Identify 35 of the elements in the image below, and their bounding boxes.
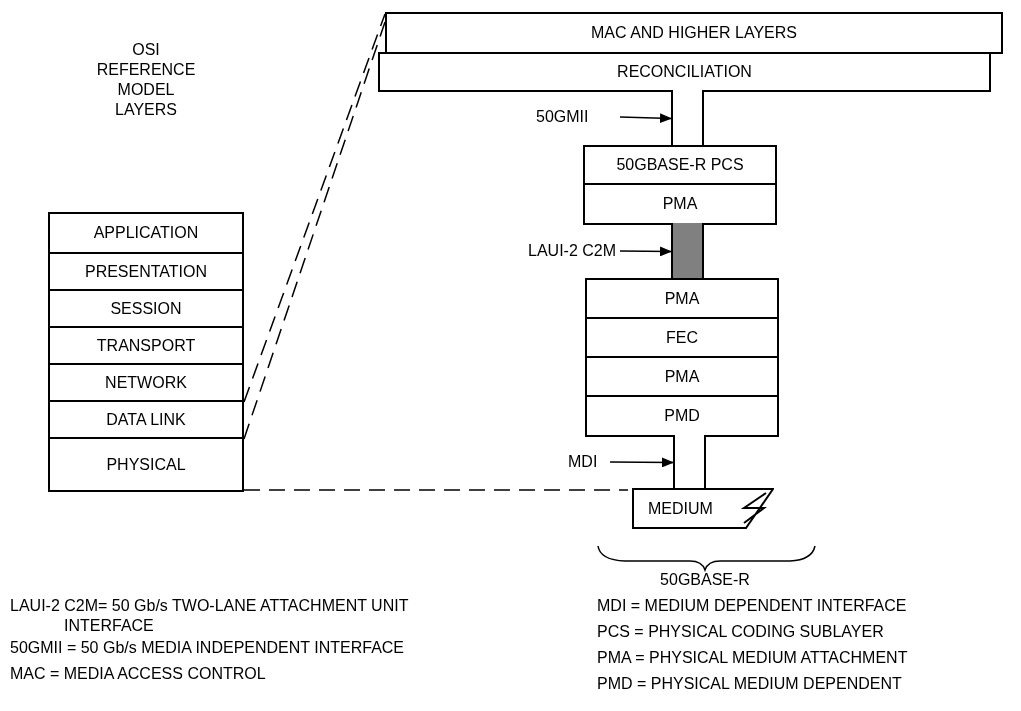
layer-box: MAC AND HIGHER LAYERS	[385, 12, 1003, 54]
layer-box: APPLICATION	[48, 212, 244, 252]
layer-box: DATA LINK	[48, 400, 244, 437]
layer-box: PMD	[585, 395, 779, 437]
brace-label: 50GBASE-R	[659, 570, 751, 590]
layer-box: RECONCILIATION	[378, 52, 991, 92]
layer-box: TRANSPORT	[48, 326, 244, 363]
abbreviation-note: PCS = PHYSICAL CODING SUBLAYER	[597, 622, 885, 642]
osi-layer-stack	[48, 40, 244, 492]
layer-box: SESSION	[48, 289, 244, 326]
interface-label: MDI	[568, 451, 610, 473]
layer-box: PRESENTATION	[48, 252, 244, 289]
layer-box: PMA	[583, 183, 777, 225]
layer-box: NETWORK	[48, 363, 244, 400]
abbreviation-note: MDI = MEDIUM DEPENDENT INTERFACE	[597, 596, 908, 616]
layer-box: PMA	[585, 356, 779, 397]
abbreviation-note: PMD = PHYSICAL MEDIUM DEPENDENT	[597, 674, 903, 694]
arrow	[619, 246, 672, 257]
dashed-line	[243, 489, 629, 491]
layer-box: 50GBASE-R PCS	[583, 145, 777, 185]
interface-label: LAUI-2 C2M	[528, 240, 620, 262]
interface-bar	[673, 435, 706, 490]
layer-box: FEC	[585, 317, 779, 358]
section-heading: OSI REFERENCE MODEL LAYERS	[95, 40, 197, 120]
arrow	[619, 113, 672, 124]
abbreviation-note: LAUI-2 C2M= 50 Gb/s TWO-LANE ATTACHMENT UNIT INTERFACE	[10, 596, 410, 636]
abbreviation-note: PMA = PHYSICAL MEDIUM ATTACHMENT	[597, 648, 909, 668]
arrow	[609, 457, 674, 468]
interface-bar	[671, 223, 704, 280]
layer-box: PHYSICAL	[48, 437, 244, 490]
abbreviation-note: MAC = MEDIA ACCESS CONTROL	[10, 664, 267, 684]
interface-bar	[671, 90, 704, 147]
interface-label: 50GMII	[536, 106, 620, 128]
abbreviation-note: 50GMII = 50 Gb/s MEDIA INDEPENDENT INTERFACE	[10, 638, 406, 658]
layer-box: PMA	[585, 278, 779, 319]
